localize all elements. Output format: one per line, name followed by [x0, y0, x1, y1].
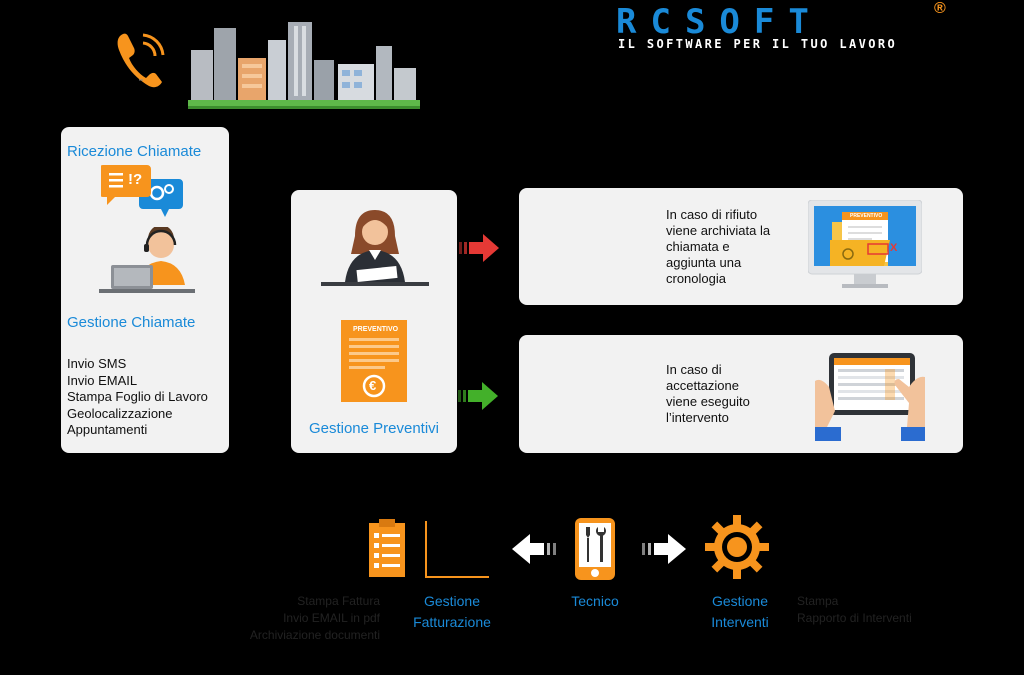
quotes-management-card: PREVENTIVO € Gestione Preventivi: [291, 190, 457, 453]
gestione-preventivi-title: Gestione Preventivi: [308, 420, 440, 437]
archive-monitor-icon: PREVENTIVO X: [807, 199, 923, 294]
chat-bubbles-icon: !?: [99, 165, 183, 221]
bubble-text: !?: [128, 171, 143, 188]
tablet-in-hands-icon: [815, 347, 925, 445]
list-item: Rapporto di Interventi: [797, 611, 912, 625]
list-item: Invio SMS: [67, 356, 127, 371]
gestione-interventi-label: Gestione Interventi: [690, 591, 790, 633]
logo-registered: ®: [934, 0, 946, 17]
reject-stamp: X: [890, 242, 898, 254]
label-line: Gestione: [423, 593, 481, 609]
gear-icon: [705, 515, 769, 579]
operator-headset-icon: [97, 225, 197, 299]
left-arrow-icon: [512, 534, 558, 564]
rejection-text-line: In caso di rifiuto: [666, 207, 758, 222]
gestione-chiamate-title: Gestione Chiamate: [67, 314, 196, 331]
call-management-card: Ricezione Chiamate !? Gestione Chiamate …: [61, 127, 229, 453]
reject-arrow-icon: [459, 234, 499, 262]
tecnico-label: Tecnico: [571, 593, 619, 609]
phone-icon: [113, 28, 169, 92]
technician-tools-icon: [574, 517, 616, 581]
rejection-card: In caso di rifiuto viene archiviata la c…: [519, 188, 963, 305]
label-line: Fatturazione: [413, 614, 491, 630]
interventions-features-list: Stampa Rapporto di Interventi: [797, 593, 957, 627]
ricezione-chiamate-title: Ricezione Chiamate: [67, 143, 202, 160]
invoicing-features-list: Stampa Fattura Invio EMAIL in pdf Archiv…: [200, 593, 380, 644]
list-item: Geolocalizzazione: [67, 405, 173, 421]
rejection-text-line: cronologia: [666, 271, 726, 286]
call-features-list: Invio SMS Invio EMAIL Stampa Foglio di L…: [67, 356, 208, 439]
rejection-text: In caso di rifiuto viene archiviata la c…: [666, 207, 770, 287]
woman-at-desk-icon: [319, 206, 431, 290]
archive-folder-label: PREVENTIVO: [850, 213, 883, 219]
acceptance-text-line: In caso di: [666, 362, 722, 377]
acceptance-text-line: l’intervento: [666, 410, 729, 425]
quote-document-icon: PREVENTIVO €: [341, 320, 407, 402]
acceptance-text-line: accettazione: [666, 378, 739, 393]
list-item: Stampa Foglio di Lavoro: [67, 389, 208, 404]
logo-brand: RCSOFT: [616, 2, 823, 42]
rejection-text-line: aggiunta una: [666, 255, 742, 270]
list-item: Invio EMAIL in pdf: [283, 611, 380, 625]
accept-arrow-icon: [458, 382, 498, 410]
invoice-bracket-line: [425, 521, 489, 578]
city-buildings-illustration: [188, 20, 420, 110]
rejection-text-line: chiamata e: [666, 239, 730, 254]
rejection-text-line: viene archiviata la: [666, 223, 771, 238]
list-item: Stampa Fattura: [297, 594, 380, 608]
list-item: Stampa: [797, 594, 839, 608]
quote-doc-header: PREVENTIVO: [353, 326, 399, 333]
rcsoft-logo: RCSOFT ® IL SOFTWARE PER IL TUO LAVORO: [612, 0, 958, 56]
acceptance-text-line: viene eseguito: [666, 394, 750, 409]
euro-symbol: €: [369, 378, 377, 393]
invoice-clipboard-icon: [367, 517, 407, 579]
right-arrow-icon: [640, 534, 686, 564]
list-item: Archiviazione documenti: [249, 628, 380, 642]
list-item: Appuntamenti: [67, 422, 148, 437]
acceptance-text: In caso di accettazione viene eseguito l…: [666, 362, 750, 426]
list-item: Invio EMAIL: [67, 372, 138, 388]
logo-tagline: IL SOFTWARE PER IL TUO LAVORO: [618, 37, 898, 51]
label-line: Interventi: [711, 614, 769, 630]
acceptance-card: In caso di accettazione viene eseguito l…: [519, 335, 963, 453]
gestione-fatturazione-label: Gestione Fatturazione: [392, 591, 512, 633]
label-line: Gestione: [711, 593, 769, 609]
